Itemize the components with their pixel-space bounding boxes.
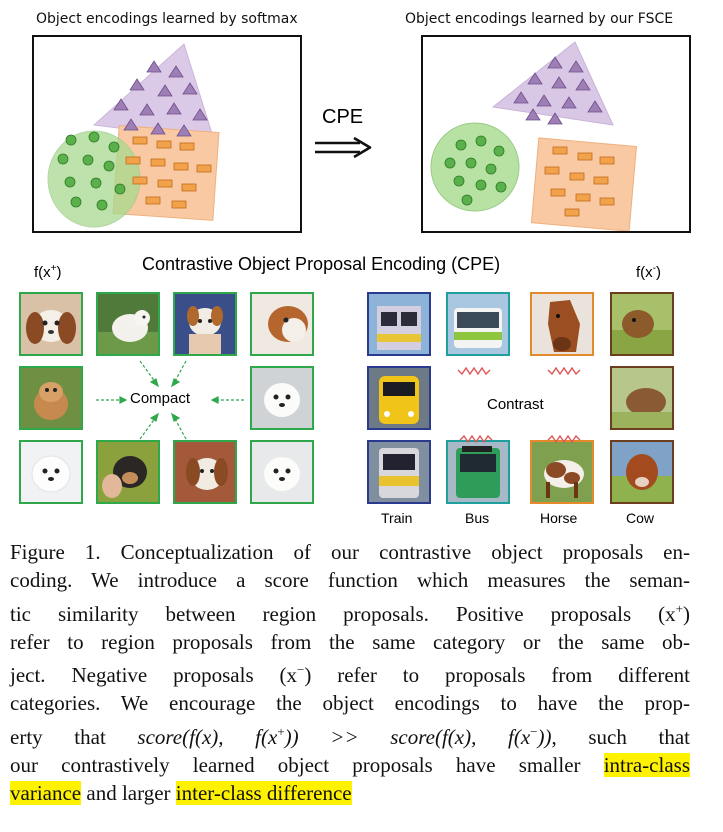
dog-image-tile	[19, 440, 83, 504]
dog-image-tile	[19, 292, 83, 356]
cow-image-tile	[610, 292, 674, 356]
fsce-encoding-panel	[421, 35, 691, 233]
category-label-train: Train	[381, 510, 413, 526]
cpe-arrow-icon	[315, 136, 372, 159]
fsce-encoding-diagram	[430, 41, 638, 232]
cpe-arrow-label: CPE	[322, 106, 364, 128]
negative-function-text: f(x	[636, 264, 653, 281]
class-circle-region	[430, 122, 520, 212]
positive-function-label: f(x+)	[34, 263, 62, 281]
caption-line-8: our contrastively learned object proposa…	[10, 751, 690, 779]
train-image-tile	[367, 292, 431, 356]
dog-image-tile	[173, 440, 237, 504]
train-image-tile	[367, 366, 431, 430]
caption-line-7: erty that score(f(x), f(x+)) >> score(f(…	[10, 718, 690, 751]
class-rect-region	[530, 137, 638, 232]
contrast-zigzags	[457, 366, 581, 444]
caption-highlight-variance: variance	[10, 781, 82, 806]
caption-line-4: refer to region proposals from the same …	[10, 629, 690, 654]
category-label-horse: Horse	[540, 510, 578, 526]
softmax-encoding-panel	[32, 35, 302, 233]
dog-image-tile	[173, 292, 237, 356]
figure-caption: Figure 1. Conceptualization of our contr…	[10, 538, 690, 808]
category-label-cow: Cow	[626, 510, 655, 526]
compact-label: Compact	[130, 390, 191, 407]
compact-arrows	[96, 360, 244, 440]
caption-line-5-sup: −	[297, 662, 305, 678]
cow-image-tile	[610, 366, 674, 430]
negative-function-label: f(x-)	[636, 263, 661, 281]
caption-line-9: variance and larger inter-class differen…	[10, 779, 690, 807]
dog-image-tile	[250, 440, 314, 504]
negative-function-close: )	[656, 264, 662, 281]
caption-line-3-text: tic similarity between region proposals.…	[10, 601, 676, 626]
caption-line-6: categories. We encourage the object enco…	[10, 691, 690, 716]
caption-line-7-sup-1: +	[277, 723, 285, 739]
dog-image-tile	[96, 440, 160, 504]
negative-function-sup: -	[652, 263, 657, 274]
caption-line-7-sup-2: −	[530, 723, 538, 739]
caption-highlight-inter-class-difference: inter-class difference	[175, 781, 352, 806]
bus-image-tile	[446, 440, 510, 504]
category-label-bus: Bus	[465, 510, 490, 526]
caption-line-3: tic similarity between region proposals.…	[10, 595, 690, 628]
caption-line-9-text: and larger	[81, 781, 176, 806]
positive-function-close: )	[56, 264, 62, 281]
horse-image-tile	[530, 440, 594, 504]
left-panel-title: Object encodings learned by softmax	[36, 11, 298, 27]
caption-line-7-text-a: erty that	[10, 724, 138, 749]
dog-image-tile	[19, 366, 83, 430]
horse-image-tile	[530, 292, 594, 356]
caption-line-3-sup: +	[675, 600, 683, 616]
caption-line-7-math-1: score(f(x), f(x	[137, 724, 278, 749]
caption-line-1: Figure 1. Conceptualization of our contr…	[10, 540, 690, 564]
caption-highlight-intra-class: intra-class	[603, 753, 690, 778]
caption-line-5-text-a: ject. Negative proposals (x	[10, 663, 298, 688]
cow-image-tile	[610, 440, 674, 504]
caption-line-8-text: our contrastively learned object proposa…	[10, 753, 604, 778]
caption-line-7-math-2: )) >> score(f(x), f(x	[284, 724, 531, 749]
caption-line-5-text-b: ) refer to proposals from different	[304, 663, 690, 688]
dog-image-tile	[96, 292, 160, 356]
caption-line-3-end: )	[683, 601, 690, 626]
cpe-title: Contrastive Object Proposal Encoding (CP…	[142, 254, 501, 274]
dog-image-tile	[250, 292, 314, 356]
caption-line-7-text-b: , such that	[551, 724, 690, 749]
caption-line-2: coding. We introduce a score function wh…	[10, 568, 690, 593]
contrast-label: Contrast	[487, 396, 544, 413]
dog-image-tile	[250, 366, 314, 430]
softmax-encoding-diagram	[47, 43, 220, 228]
train-image-tile	[367, 440, 431, 504]
caption-line-7-math-3: ))	[537, 724, 552, 749]
bus-image-tile	[446, 292, 510, 356]
class-triangle-region	[491, 41, 614, 126]
caption-line-5: ject. Negative proposals (x−) refer to p…	[10, 656, 690, 689]
positive-function-text: f(x	[34, 264, 51, 281]
positive-function-sup: +	[50, 263, 57, 274]
right-panel-title: Object encodings learned by our FSCE	[405, 11, 674, 27]
